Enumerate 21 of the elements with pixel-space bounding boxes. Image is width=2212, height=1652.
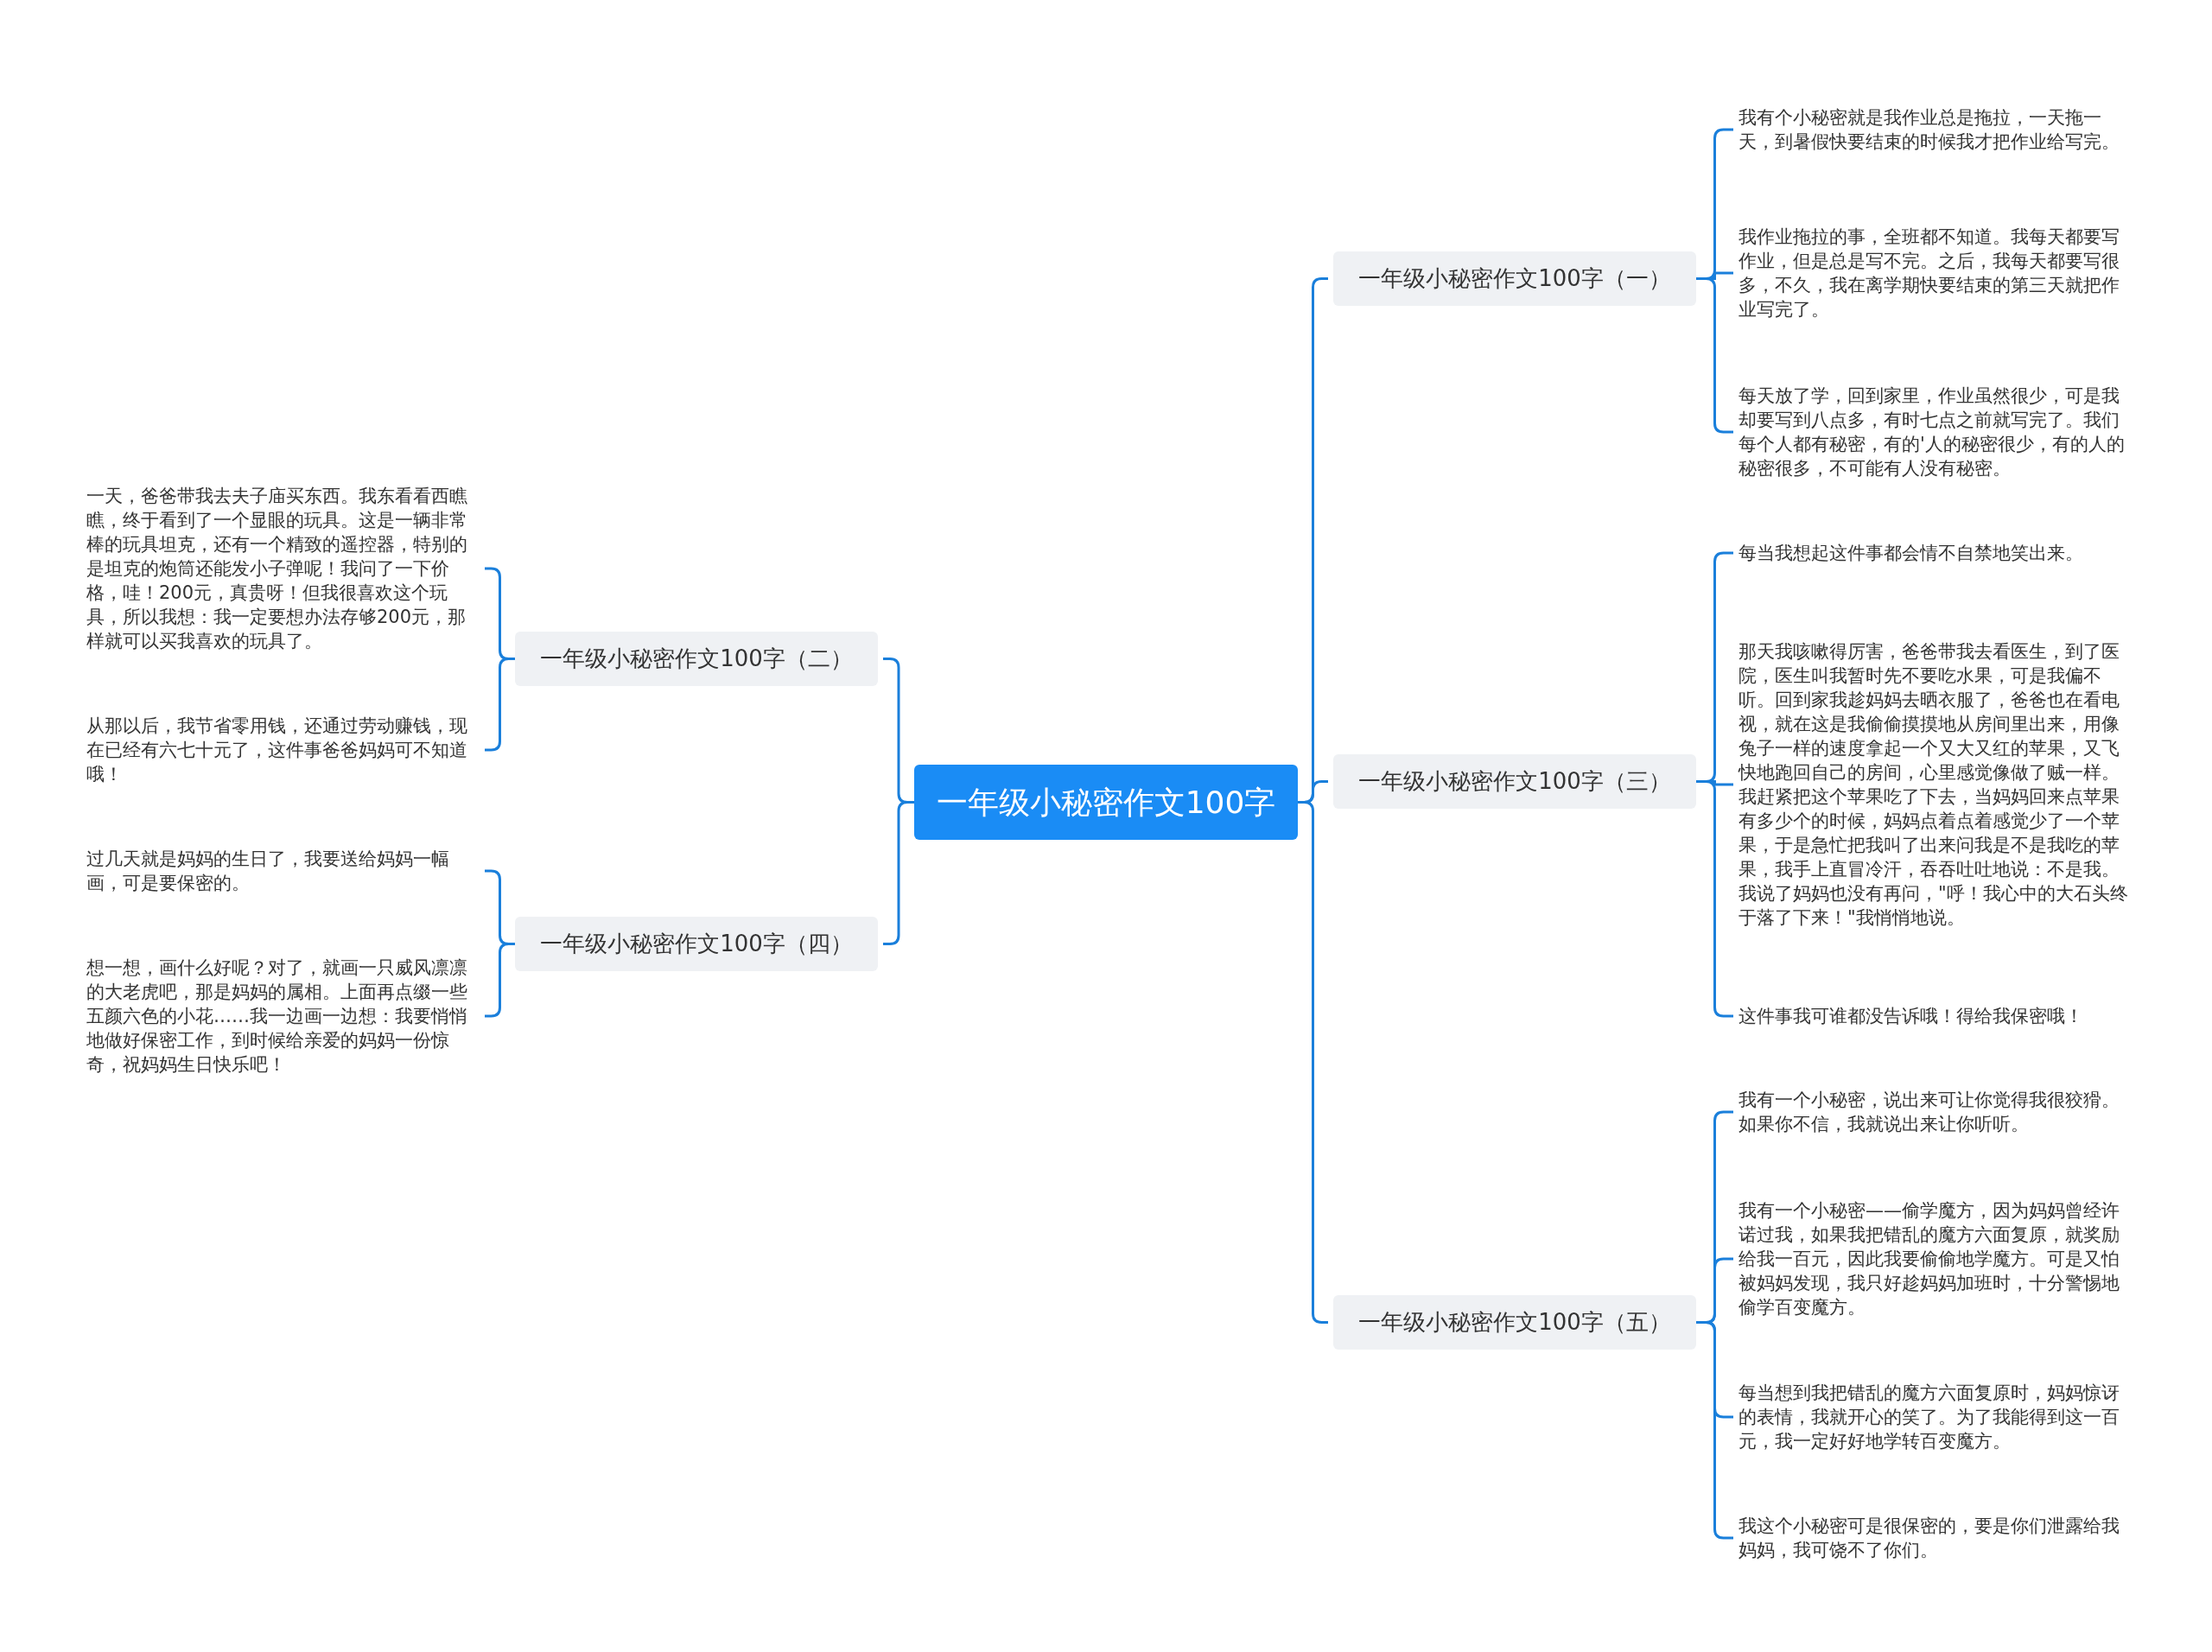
leaf-text: 那天我咳嗽得厉害，爸爸带我去看医生，到了医院，医生叫我暂时先不要吃水果，可是我偏不听。回到家我趁妈妈去晒衣服了，爸爸也在看电视，就在这是我偷偷摸摸地从房间里出来，用像兔子一样的速度拿起一个又大又红的苹果，又飞快地跑回自己的房间，心里感觉像做了贼一样。我赶紧把这个苹果吃了下去，当妈妈回来点苹果有多少个的时候，妈妈点着点着感觉少了一个苹果，于是急忙把我叫了出来问我是不是我吃的苹果，我手上直冒冷汗，吞吞吐吐地说：不是我。我说了妈妈也没有再问，"呼！我心中的大石头终于落了下来！"我悄悄地说。 bbox=[1738, 639, 2132, 930]
leaf-text: 每当我想起这件事都会情不自禁地笑出来。 bbox=[1738, 541, 2132, 565]
leaf-text: 我有个小秘密就是我作业总是拖拉，一天拖一天，到暑假快要结束的时候我才把作业给写完。 bbox=[1738, 105, 2132, 154]
leaf-text: 我作业拖拉的事，全班都不知道。我每天都要写作业，但是总是写不完。之后，我每天都要写很多，不久，我在离学期快要结束的第三天就把作业写完了。 bbox=[1738, 225, 2132, 321]
branch-topic: 一年级小秘密作文100字（一） bbox=[1333, 251, 1696, 306]
leaf-text: 这件事我可谁都没告诉哦！得给我保密哦！ bbox=[1738, 1004, 2132, 1028]
branch-topic: 一年级小秘密作文100字（二） bbox=[515, 632, 878, 686]
central-topic: 一年级小秘密作文100字 bbox=[914, 765, 1298, 840]
leaf-text: 每天放了学，回到家里，作业虽然很少，可是我却要写到八点多，有时七点之前就写完了。我们每个人都有秘密，有的'人的秘密很少，有的人的秘密很多，不可能有人没有秘密。 bbox=[1738, 384, 2132, 480]
branch-topic: 一年级小秘密作文100字（三） bbox=[1333, 754, 1696, 809]
leaf-text: 一天，爸爸带我去夫子庙买东西。我东看看西瞧瞧，终于看到了一个显眼的玩具。这是一辆非常棒的玩具坦克，还有一个精致的遥控器，特别的是坦克的炮筒还能发小子弹呢！我问了一下价格，哇！200元，真贵呀！但我很喜欢这个玩具，所以我想：我一定要想办法存够200元，那样就可以买我喜欢的玩具了。 bbox=[86, 484, 480, 653]
leaf-text: 过几天就是妈妈的生日了，我要送给妈妈一幅画，可是要保密的。 bbox=[86, 847, 480, 895]
branch-topic: 一年级小秘密作文100字（四） bbox=[515, 917, 878, 971]
branch-topic: 一年级小秘密作文100字（五） bbox=[1333, 1295, 1696, 1350]
connector-line bbox=[883, 801, 914, 945]
leaf-text: 我这个小秘密可是很保密的，要是你们泄露给我妈妈，我可饶不了你们。 bbox=[1738, 1514, 2132, 1562]
leaf-text: 从那以后，我节省零用钱，还通过劳动赚钱，现在已经有六七十元了，这件事爸爸妈妈可不知道哦！ bbox=[86, 714, 480, 786]
leaf-text: 想一想，画什么好呢？对了，就画一只威风凛凛的大老虎吧，那是妈妈的属相。上面再点缀一些五颜六色的小花……我一边画一边想：我要悄悄地做好保密工作，到时候给亲爱的妈妈一份惊奇，祝妈妈生日快乐吧！ bbox=[86, 956, 480, 1077]
leaf-text: 每当想到我把错乱的魔方六面复原时，妈妈惊讶的表情，我就开心的笑了。为了我能得到这一百元，我一定好好地学转百变魔方。 bbox=[1738, 1381, 2132, 1453]
leaf-text: 我有一个小秘密，说出来可让你觉得我很狡猾。如果你不信，我就说出来让你听听。 bbox=[1738, 1088, 2132, 1136]
leaf-text: 我有一个小秘密——偷学魔方，因为妈妈曾经许诺过我，如果我把错乱的魔方六面复原，就奖励给我一百元，因此我要偷偷地学魔方。可是又怕被妈妈发现，我只好趁妈妈加班时，十分警惕地偷学百变魔方。 bbox=[1738, 1198, 2132, 1319]
